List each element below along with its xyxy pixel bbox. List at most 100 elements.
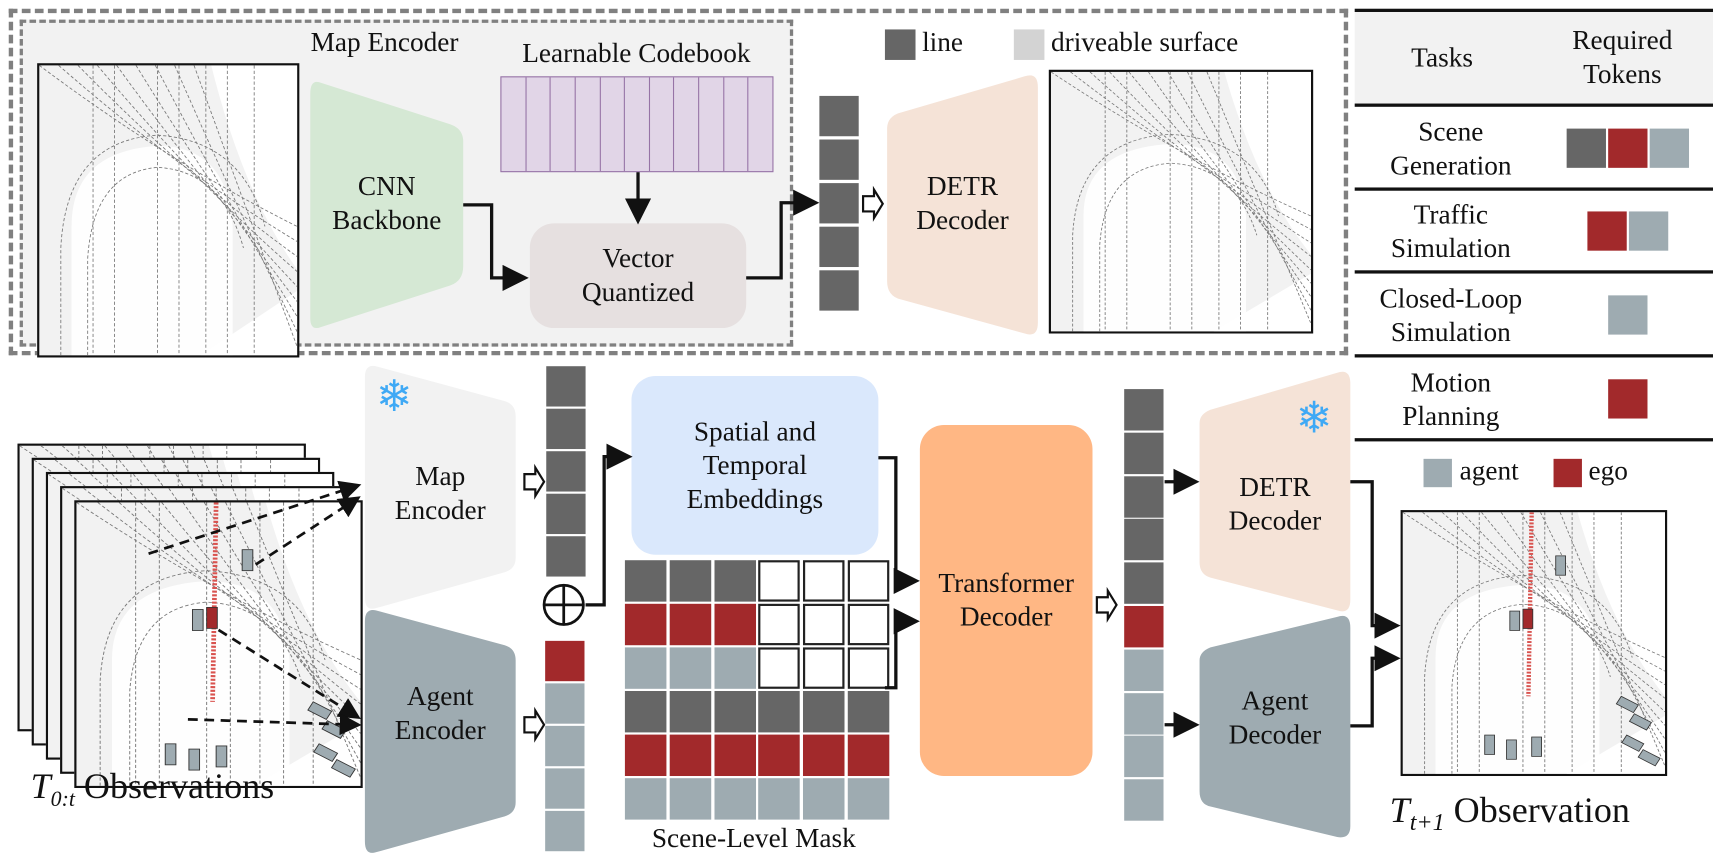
mask-cell-agent xyxy=(803,778,845,820)
mask-cell-agent xyxy=(847,778,890,820)
codebook-entry xyxy=(600,77,626,172)
mask-cell-ego xyxy=(803,734,845,777)
circled-plus-icon xyxy=(542,583,586,627)
codebook-entry xyxy=(501,77,527,172)
observations-caption: T0:t Observations xyxy=(31,765,275,821)
codebook-entry xyxy=(650,77,675,172)
arrow-sum-to-embeddings xyxy=(585,443,633,607)
header-tasks: Tasks xyxy=(1411,43,1474,74)
codebook-entry xyxy=(625,77,650,172)
mask-cell-empty xyxy=(758,647,801,689)
mask-cell-line xyxy=(847,690,890,733)
task-name-line: Generation xyxy=(1390,151,1512,181)
hollow-arrow-decoder-out xyxy=(1095,586,1118,623)
line-token xyxy=(819,95,859,137)
task-name-line: Planning xyxy=(1402,402,1500,432)
agent-token xyxy=(545,810,585,852)
next-observation-image xyxy=(1400,510,1668,777)
td-line-1: Transformer xyxy=(938,568,1074,599)
snowflake-icon: ❄ xyxy=(375,371,413,422)
header-required-line-1: Required xyxy=(1572,26,1673,56)
codebook-entry xyxy=(675,77,700,172)
mask-cell-empty xyxy=(758,603,801,646)
mask-cell-line xyxy=(758,690,801,733)
mask-cell-empty xyxy=(803,603,845,646)
agent-token xyxy=(545,725,585,767)
task-name-line: Closed-Loop xyxy=(1379,284,1523,314)
required-agent-token xyxy=(1608,295,1648,335)
task-name-line: Simulation xyxy=(1390,318,1511,348)
codebook-entry xyxy=(551,77,576,172)
table-rule xyxy=(1354,103,1713,107)
obs-subscript: 0:t xyxy=(50,787,75,812)
table-rule xyxy=(1354,270,1713,274)
emb-line-1: Spatial and xyxy=(693,416,816,447)
codebook-entry xyxy=(576,77,601,172)
scene-mask-label: Scene-Level Mask xyxy=(651,823,856,854)
agent-token xyxy=(1124,649,1164,691)
mask-cell-ego xyxy=(669,603,711,646)
mask-cell-line xyxy=(714,690,756,733)
task-name-line: Motion xyxy=(1410,368,1492,398)
table-rule xyxy=(1354,438,1713,442)
map-enc-line-2: Encoder xyxy=(394,495,486,526)
input-map-image xyxy=(37,63,300,358)
vq-line-1: Vector xyxy=(602,244,674,274)
detr-bot-line-2: Decoder xyxy=(1228,506,1322,537)
line-token xyxy=(1124,389,1164,431)
cnn-line-2: Backbone xyxy=(332,205,442,236)
codebook-entry xyxy=(724,77,749,172)
agent-enc-line-1: Agent xyxy=(406,682,474,712)
agent-token xyxy=(545,683,585,724)
mask-cell-agent xyxy=(758,778,801,820)
mask-cell-ego xyxy=(847,734,890,777)
header-required-line-2: Tokens xyxy=(1583,59,1662,90)
agent-token xyxy=(1124,692,1164,735)
map-enc-line-1: Map xyxy=(415,462,466,492)
mask-cell-empty xyxy=(847,560,890,602)
required-agent-token xyxy=(1649,128,1690,168)
next-obs-symbol: T xyxy=(1389,791,1410,831)
mask-cell-empty xyxy=(847,603,890,646)
detr-top-line-2: Decoder xyxy=(916,205,1009,236)
legend-driveable-label: driveable surface xyxy=(1050,28,1239,58)
line-token xyxy=(819,139,859,180)
line-token xyxy=(1124,432,1164,474)
next-observation-caption: Tt+1 Observation xyxy=(1390,787,1630,847)
mask-cell-agent xyxy=(714,778,756,820)
obs-symbol: T xyxy=(30,767,51,807)
mask-cell-line xyxy=(669,690,711,733)
agent-dec-line-1: Agent xyxy=(1241,686,1309,717)
detr-top-line-1: DETR xyxy=(926,172,999,202)
hollow-arrow-agent xyxy=(523,706,546,743)
cnn-line-1: CNN xyxy=(357,172,416,202)
line-token xyxy=(546,366,586,407)
mask-cell-agent xyxy=(624,647,667,689)
next-obs-text: Observation xyxy=(1453,791,1630,831)
line-token xyxy=(1124,562,1164,605)
mask-cell-line xyxy=(624,690,667,733)
agent-enc-line-2: Encoder xyxy=(394,716,486,746)
mask-cell-ego xyxy=(714,603,756,646)
required-line-token xyxy=(1566,128,1606,168)
required-ego-token xyxy=(1608,128,1648,168)
td-line-2: Decoder xyxy=(959,602,1053,633)
codebook-entry xyxy=(526,77,551,172)
mask-cell-agent xyxy=(624,778,667,820)
detr-bot-line-1: DETR xyxy=(1239,473,1311,503)
next-obs-subscript: t+1 xyxy=(1409,808,1445,836)
obs-text: Observations xyxy=(83,767,275,807)
line-token xyxy=(1124,519,1164,561)
line-token xyxy=(546,451,586,492)
mask-cell-ego xyxy=(714,734,756,777)
mask-cell-line xyxy=(624,560,667,602)
arrow-agent-decoder-to-output xyxy=(1350,645,1401,728)
